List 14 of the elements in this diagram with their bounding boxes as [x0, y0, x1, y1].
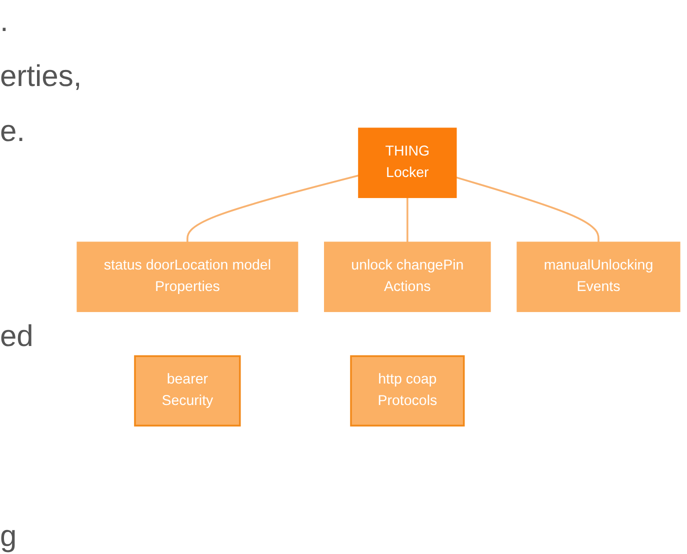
node-box: THING Locker [358, 128, 457, 198]
cut-off-text: e. [0, 115, 26, 149]
cut-off-text: ed [0, 320, 34, 354]
node-box: http coap Protocols [350, 355, 465, 427]
cut-off-text: erties, [0, 60, 82, 94]
node-box: status doorLocation model Properties [76, 242, 298, 312]
connector [406, 198, 408, 242]
node-box: unlock changePin Actions [324, 242, 491, 312]
node-box: manualUnlocking Events [516, 242, 680, 312]
connector [186, 174, 359, 242]
node-box: bearer Security [134, 355, 241, 427]
connector [456, 176, 600, 242]
cut-off-text: . [0, 5, 8, 39]
cut-off-text: g [0, 520, 17, 554]
